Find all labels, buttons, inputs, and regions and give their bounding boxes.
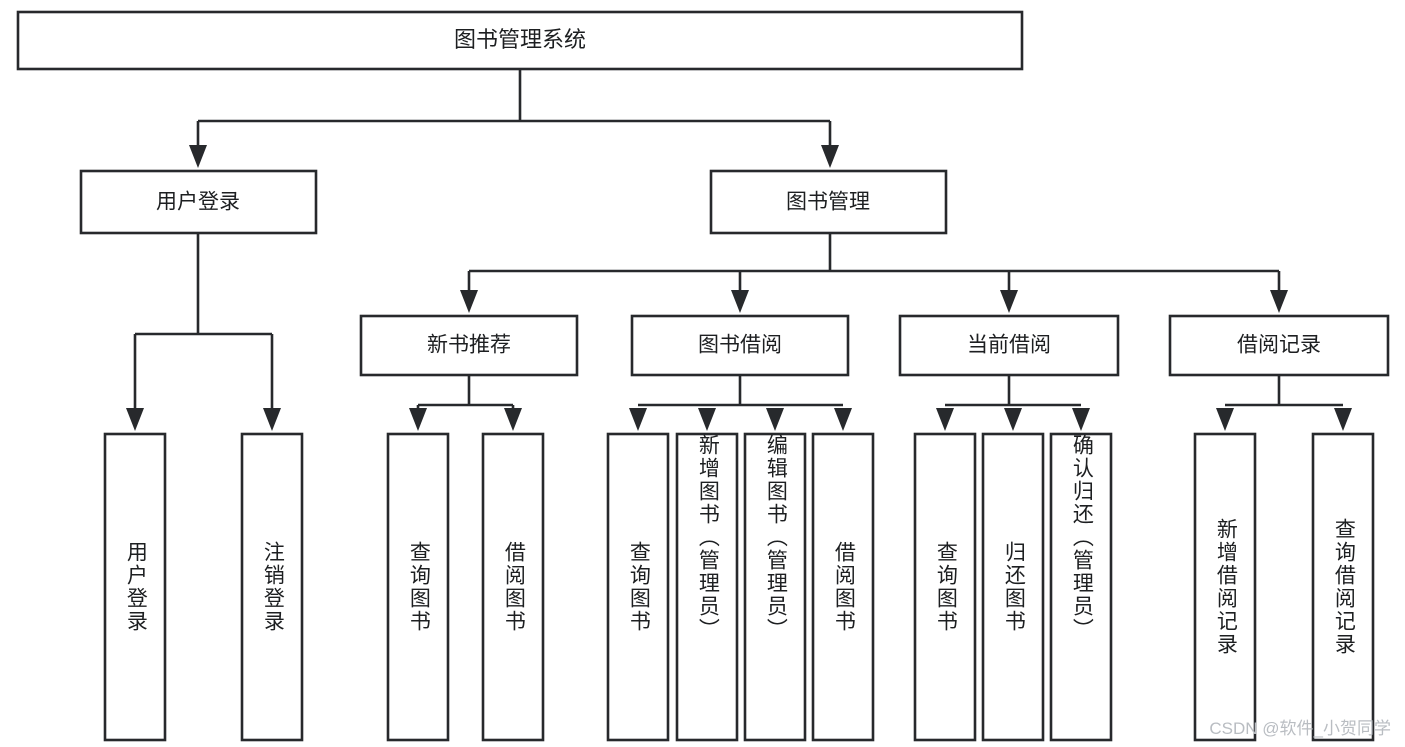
node-label-current-borrow: 当前借阅 [967,334,1051,357]
node-box-leaf-confirm-return-admin[interactable] [1049,432,1113,742]
node-label-user-login: 用户登录 [156,191,240,214]
arrowhead-new-book-rec [460,290,478,313]
node-box-book-management[interactable] [709,169,948,235]
arrowhead-book-mgmt [821,145,839,168]
node-box-leaf-query-book-2[interactable] [606,432,670,742]
node-box-leaf-query-book-3[interactable] [913,432,977,742]
arrowhead-book-borrow-leaf-4 [834,408,852,431]
node-label-root: 图书管理系统 [454,27,586,52]
node-box-current-borrow[interactable] [898,314,1120,377]
arrowhead-book-borrow-leaf-2 [698,408,716,431]
node-box-leaf-return-book[interactable] [981,432,1045,742]
arrowhead-user-login [189,145,207,168]
arrowhead-current-borrow [1000,290,1018,313]
node-box-leaf-borrow-book-1[interactable] [481,432,545,742]
arrowhead-current-borrow-leaf-3 [1072,408,1090,431]
node-box-leaf-logout[interactable] [240,432,304,742]
arrowhead-new-book-leaf-1 [409,408,427,431]
node-box-user-login[interactable] [79,169,318,235]
arrowhead-book-borrow-leaf-3 [766,408,784,431]
node-label-borrow-record: 借阅记录 [1237,334,1321,357]
node-box-leaf-query-book-1[interactable] [386,432,450,742]
arrowhead-borrow-record [1270,290,1288,313]
node-box-borrow-record[interactable] [1168,314,1390,377]
arrowhead-user-login-leaf-2 [263,408,281,431]
node-box-new-book-recommend[interactable] [359,314,579,377]
node-box-book-borrow[interactable] [630,314,850,377]
node-layer: 图书管理系统 用户登录 图书管理 新书推荐 图书借阅 当前借阅 借阅记录 [16,10,1390,742]
arrowhead-book-borrow-leaf-1 [629,408,647,431]
node-box-root[interactable] [16,10,1024,71]
node-label-book-management: 图书管理 [786,191,870,214]
arrowhead-book-borrow [731,290,749,313]
node-box-leaf-query-borrow-record[interactable] [1311,432,1375,742]
arrowhead-borrow-record-leaf-1 [1216,408,1234,431]
node-box-leaf-add-borrow-record[interactable] [1193,432,1257,742]
node-box-leaf-add-book-admin[interactable] [675,432,739,742]
node-box-leaf-user-login[interactable] [103,432,167,742]
node-box-leaf-edit-book-admin[interactable] [743,432,807,742]
arrowhead-current-borrow-leaf-2 [1004,408,1022,431]
arrowhead-borrow-record-leaf-2 [1334,408,1352,431]
arrowhead-user-login-leaf-1 [126,408,144,431]
arrowhead-new-book-leaf-2 [504,408,522,431]
connector-layer [126,69,1352,431]
node-label-new-book-recommend: 新书推荐 [427,334,511,357]
node-label-book-borrow: 图书借阅 [698,334,782,357]
arrowhead-current-borrow-leaf-1 [936,408,954,431]
node-box-leaf-borrow-book-2[interactable] [811,432,875,742]
